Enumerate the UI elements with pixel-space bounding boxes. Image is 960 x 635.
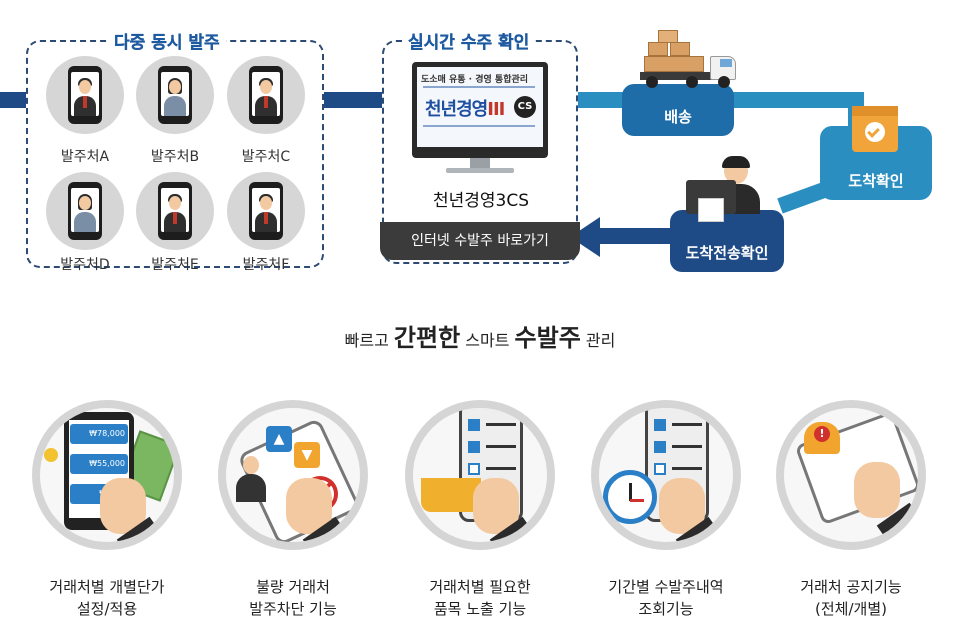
buyer-avatar-icon xyxy=(227,172,305,250)
arrival-sent-stage: 도착전송확인 xyxy=(670,210,784,272)
feature-circle: ! xyxy=(776,400,926,550)
screen-top-text: 도소매 유통 · 경영 통합관리 xyxy=(421,75,529,85)
product-name: 천년경영3CS xyxy=(432,191,530,211)
feature-label-line: 조회기능 xyxy=(638,600,694,618)
arrival-stage: 도착확인 xyxy=(820,126,932,200)
feature-circle xyxy=(405,400,555,550)
feature-label-line: 기간별 수발주내역 xyxy=(608,578,724,596)
flow-band-back xyxy=(598,228,674,244)
center-title: 실시간 수주 확인 xyxy=(402,28,536,53)
person-icon xyxy=(236,456,266,506)
delivery-stage: 배송 xyxy=(622,84,734,136)
buyers-title: 다중 동시 발주 xyxy=(108,28,226,53)
feature-label-line: (전체/개별) xyxy=(815,600,887,618)
screen-logo: 천년경영III xyxy=(425,99,505,120)
buyer-label: 발주처F xyxy=(242,257,290,273)
hand-icon xyxy=(854,462,900,518)
feature-label-line: 거래처 공지기능 xyxy=(800,578,902,596)
price-tag: ₩55,000 xyxy=(70,454,128,474)
flow-band-middle xyxy=(324,92,382,108)
buyer-avatar-icon xyxy=(46,56,124,134)
feature-circle: ▲▼ xyxy=(218,400,368,550)
headline-word: 수발주 xyxy=(514,324,581,352)
feature-label-line: 발주차단 기능 xyxy=(249,600,337,618)
operator-with-printer-icon xyxy=(686,156,770,222)
buyer-avatar-icon xyxy=(136,56,214,134)
thumbs-down-icon: ▼ xyxy=(294,442,320,468)
monitor-icon: 도소매 유통 · 경영 통합관리 천년경영III CS xyxy=(412,62,548,158)
box-check-icon xyxy=(852,106,898,152)
arrival-label: 도착확인 xyxy=(848,172,904,190)
headline-word: 관리 xyxy=(585,331,616,350)
buyer-label: 발주처D xyxy=(60,257,110,273)
thumbs-up-icon: ▲ xyxy=(266,426,292,452)
buyer-label: 발주처B xyxy=(150,149,200,165)
flow-band-right xyxy=(578,92,628,108)
flow-band-delivery xyxy=(730,92,860,108)
feature-label: 거래처 공지기능 (전체/개별) xyxy=(756,576,946,620)
buyer-avatar-icon xyxy=(227,56,305,134)
buyer-avatar-icon xyxy=(136,172,214,250)
screen-divider xyxy=(423,125,535,127)
delivery-truck-icon xyxy=(640,30,740,88)
feature-circle xyxy=(591,400,741,550)
headline-word: 간편한 xyxy=(393,324,461,352)
feature-label-line: 설정/적용 xyxy=(76,600,138,618)
feature-circle: ₩78,000₩55,000₩78,0 xyxy=(32,400,182,550)
headline-word: 스마트 xyxy=(465,331,510,350)
price-tag: ₩78,000 xyxy=(70,424,128,444)
internet-order-shortcut-button[interactable]: 인터넷 수발주 바로가기 xyxy=(380,222,580,260)
monitor-stand xyxy=(470,158,490,170)
feature-label-line: 거래처별 필요한 xyxy=(429,578,531,596)
monitor-base xyxy=(446,168,514,173)
delivery-label: 배송 xyxy=(664,108,692,126)
checklist-phone-icon xyxy=(459,408,523,522)
buyer-label: 발주처A xyxy=(60,149,110,165)
arrival-sent-label: 도착전송확인 xyxy=(685,244,769,262)
basket-icon xyxy=(421,478,481,512)
clock-icon xyxy=(603,470,657,524)
screen-divider xyxy=(423,86,535,88)
headline: 빠르고 간편한 스마트 수발주 관리 xyxy=(0,318,960,353)
buyer-avatar-icon xyxy=(46,172,124,250)
feature-label-line: 거래처별 개별단가 xyxy=(49,578,165,596)
flow-band-left xyxy=(0,92,26,108)
headline-word: 빠르고 xyxy=(344,331,389,350)
coin-icon xyxy=(44,448,58,462)
feature-label-line: 품목 노출 기능 xyxy=(433,600,527,618)
buyer-label: 발주처C xyxy=(241,149,291,165)
bell-icon: ! xyxy=(804,422,840,454)
feature-label-line: 불량 거래처 xyxy=(256,578,330,596)
screen-cs-badge: CS xyxy=(514,96,536,118)
buyer-label: 발주처E xyxy=(151,257,199,273)
